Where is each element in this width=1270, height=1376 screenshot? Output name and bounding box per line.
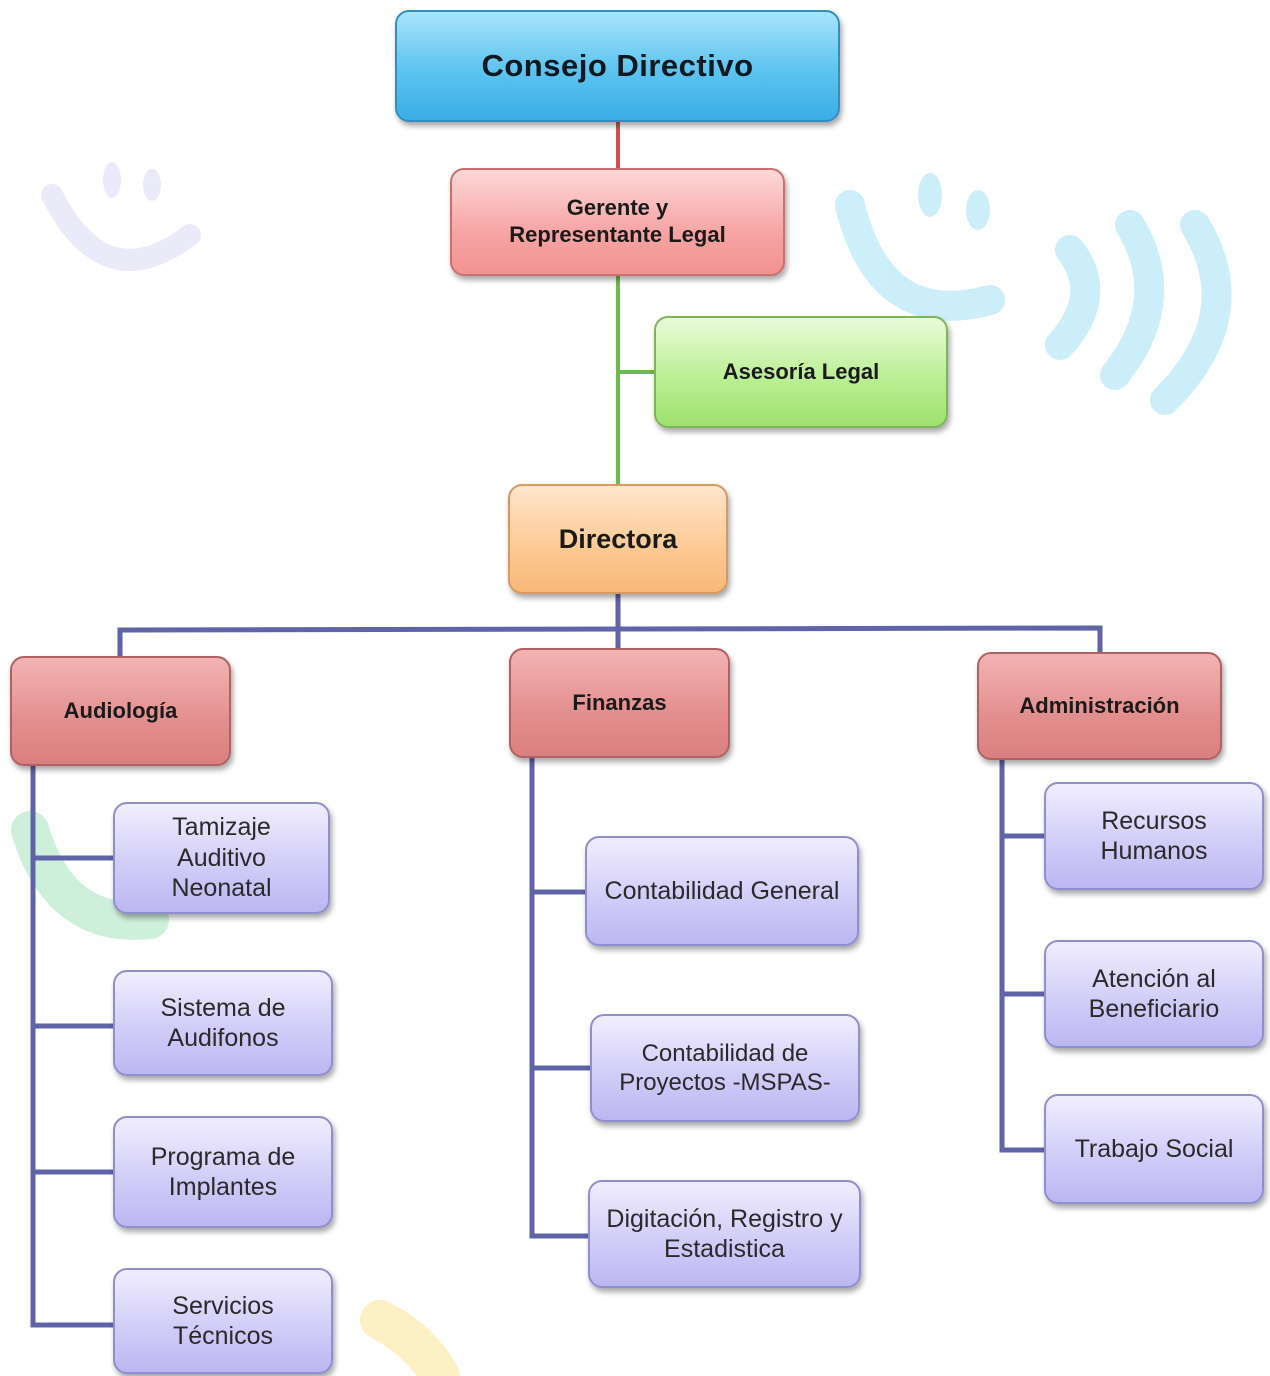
node-directora: Directora: [508, 484, 728, 594]
node-finanzas: Finanzas: [509, 648, 730, 758]
node-contabilidad-proyectos: Contabilidad de Proyectos -MSPAS-: [590, 1014, 860, 1122]
node-contabilidad-general: Contabilidad General: [585, 836, 859, 946]
node-servicios-tecnicos: Servicios Técnicos: [113, 1268, 333, 1374]
connector-dept-bar: [117, 625, 1103, 656]
node-recursos-humanos: Recursos Humanos: [1044, 782, 1264, 890]
node-programa-implantes: Programa de Implantes: [113, 1116, 333, 1228]
node-asesoria-legal: Asesoría Legal: [654, 316, 948, 428]
node-sistema-audifonos: Sistema de Audifonos: [113, 970, 333, 1076]
connector-audiologia-trunk: [30, 766, 113, 1328]
node-digitacion-registro: Digitación, Registro y Estadistica: [588, 1180, 861, 1288]
node-gerente: Gerente y Representante Legal: [450, 168, 785, 276]
node-atencion-beneficiario: Atención al Beneficiario: [1044, 940, 1264, 1048]
node-consejo-directivo: Consejo Directivo: [395, 10, 840, 122]
node-trabajo-social: Trabajo Social: [1044, 1094, 1264, 1204]
connector-finanzas-trunk: [529, 758, 588, 1239]
node-tamizaje: Tamizaje Auditivo Neonatal: [113, 802, 330, 914]
node-administracion: Administración: [977, 652, 1222, 760]
connector-administracion-trunk: [999, 760, 1044, 1153]
node-audiologia: Audiología: [10, 656, 231, 766]
